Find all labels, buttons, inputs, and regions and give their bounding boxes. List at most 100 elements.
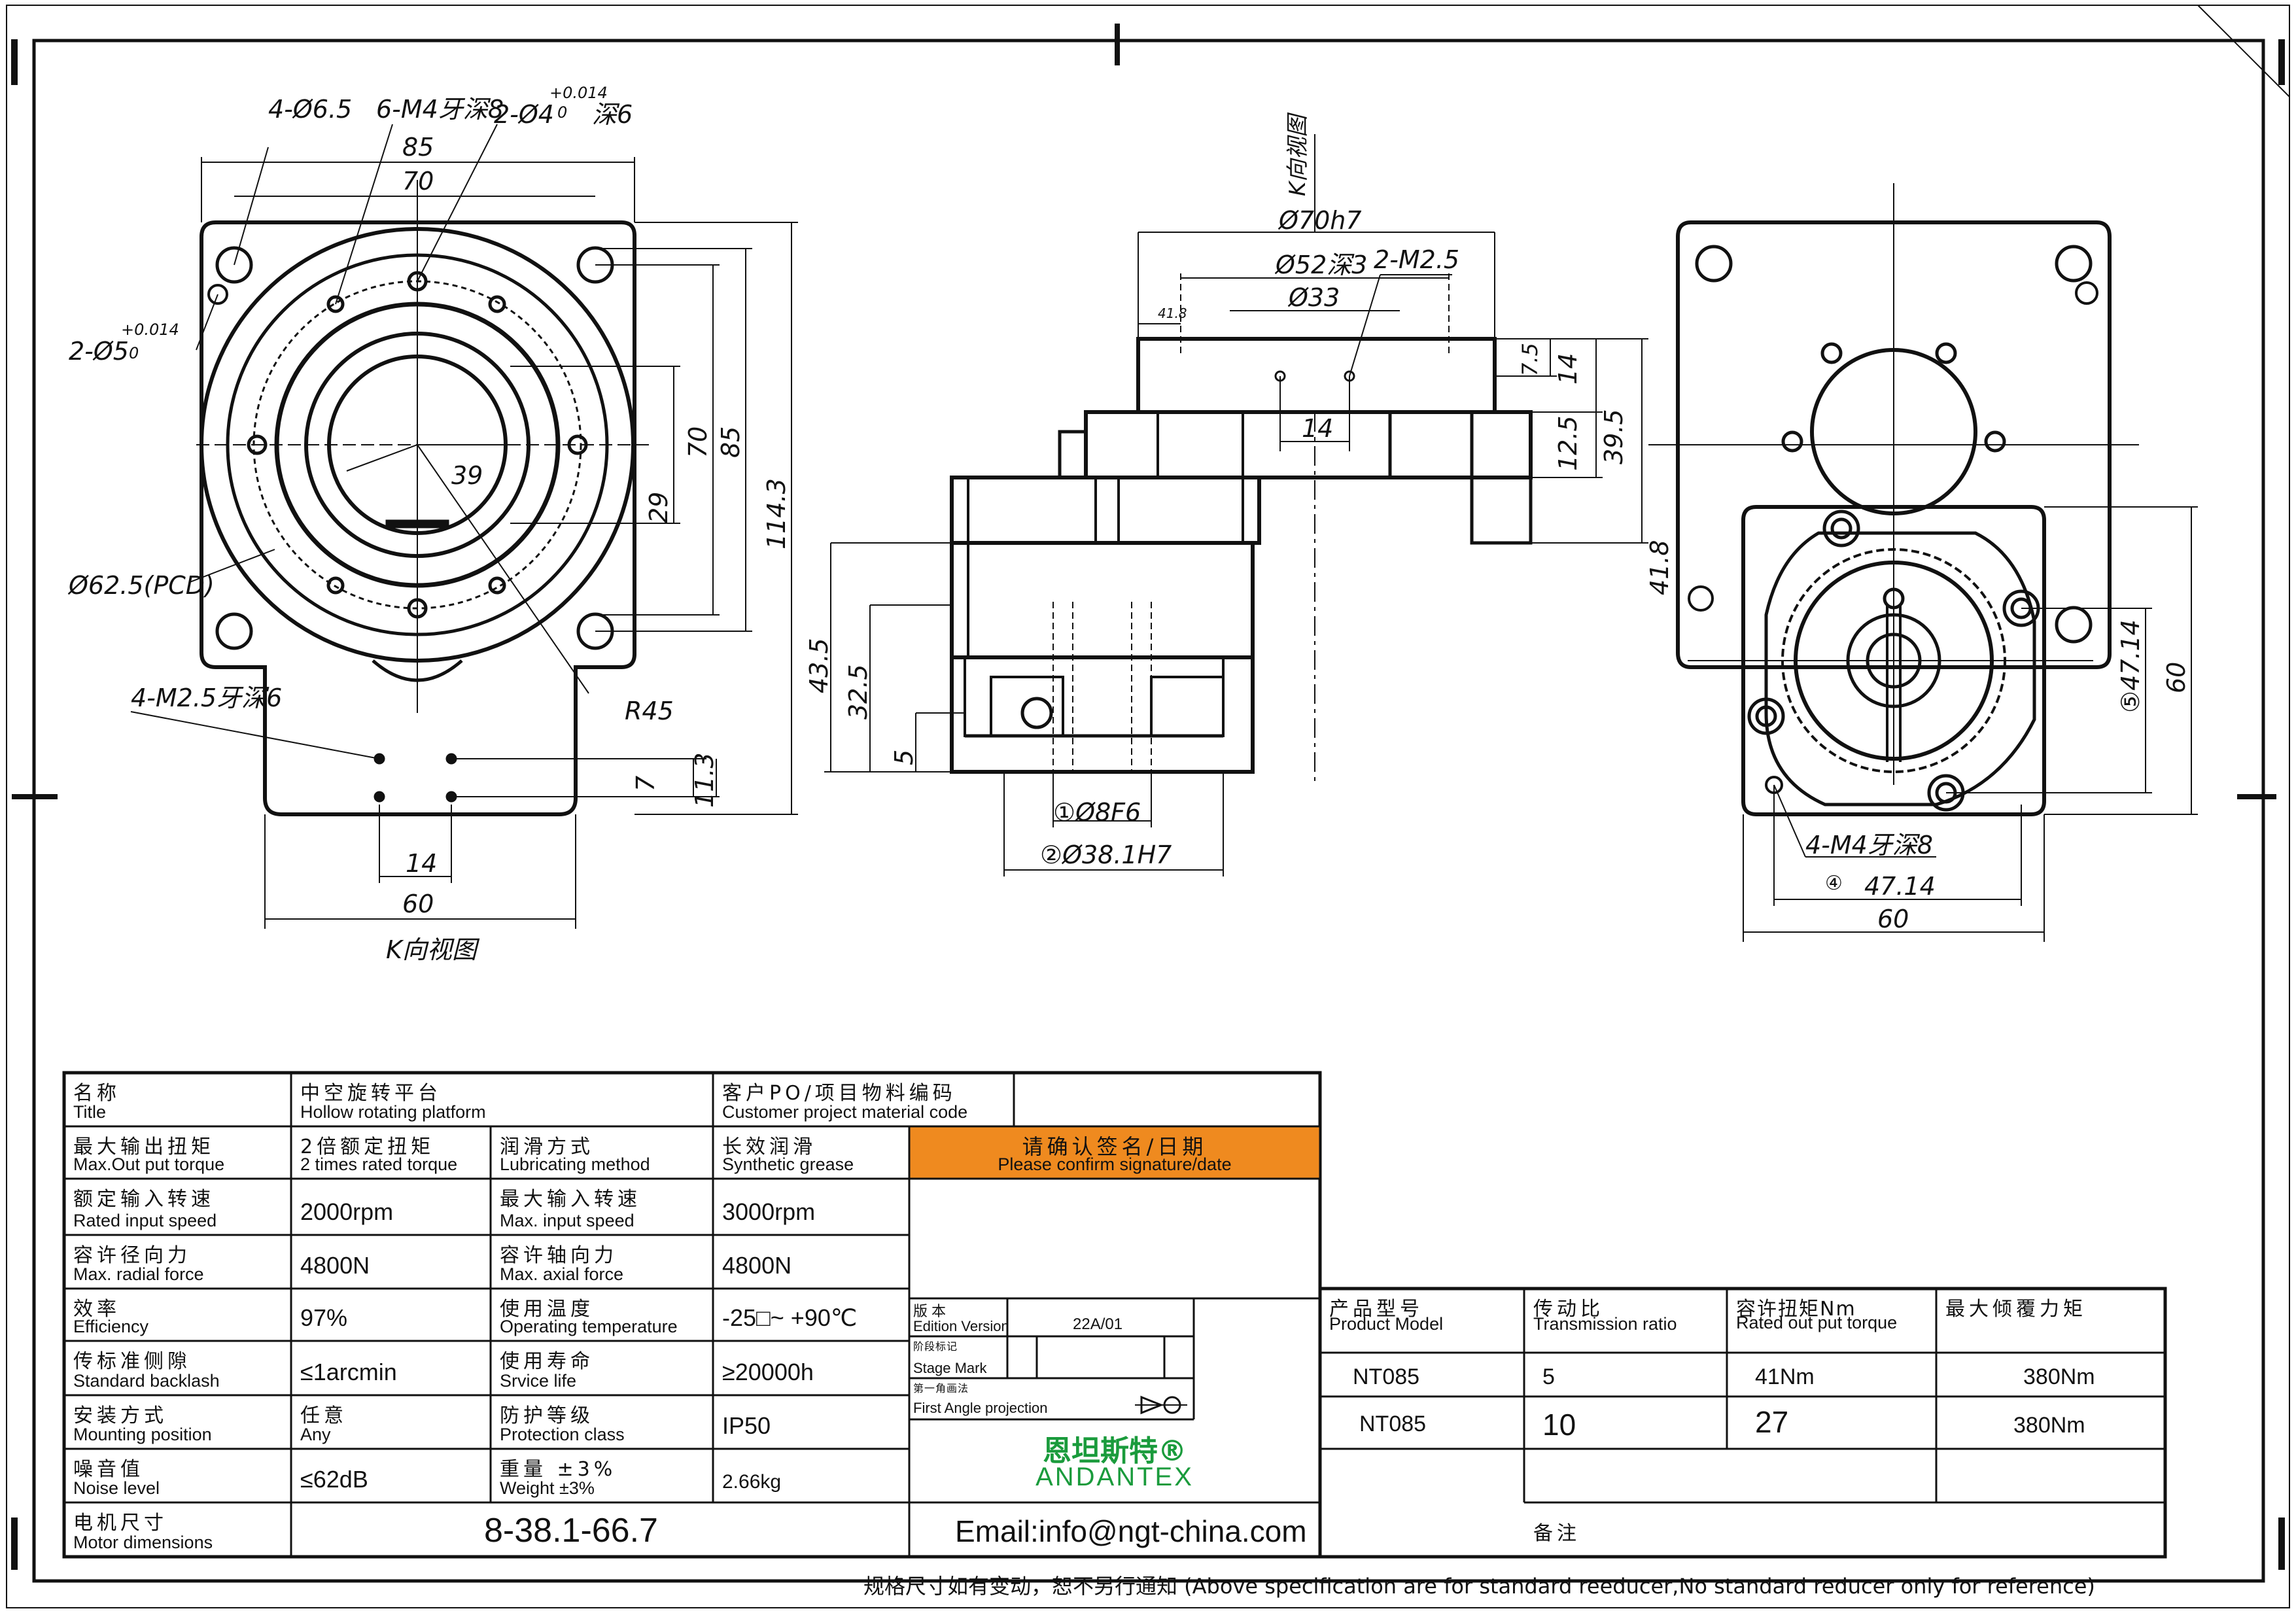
svg-text:11.3: 11.3 xyxy=(690,752,719,808)
svg-text:Ø62.5(PCD): Ø62.5(PCD) xyxy=(67,571,215,600)
svg-text:114.3: 114.3 xyxy=(762,478,791,549)
svg-text:⑤47.14: ⑤47.14 xyxy=(2116,619,2145,713)
side-view xyxy=(824,134,1648,876)
cell-rated-input: 额定输入转速 Rated input speed xyxy=(73,1188,217,1230)
svg-text:39.5: 39.5 xyxy=(1599,409,1628,464)
svg-text:14: 14 xyxy=(406,849,437,878)
right-view xyxy=(1648,183,2198,942)
svg-text:12.5: 12.5 xyxy=(1554,415,1582,471)
cell-max-input: 最大输入转速 Max. input speed xyxy=(500,1188,641,1230)
cell-torque-value: 2倍额定扭矩 2 times rated torque xyxy=(300,1136,458,1174)
cell-ratio-header: 传动比 Transmission ratio xyxy=(1533,1298,1677,1334)
svg-text:Ø70h7: Ø70h7 xyxy=(1278,206,1362,235)
cell-po: 客户PO/项目物料编码 Customer project material co… xyxy=(722,1082,968,1122)
svg-text:+0.014: +0.014 xyxy=(549,84,608,102)
svg-text:43.5: 43.5 xyxy=(805,638,833,693)
cell-noise-value: ≤62dB xyxy=(300,1466,368,1493)
svg-text:②Ø38.1H7: ②Ø38.1H7 xyxy=(1040,841,1172,869)
svg-text:K向视图: K向视图 xyxy=(386,935,480,964)
cell-motor-value: 8-38.1-66.7 xyxy=(484,1512,658,1550)
svg-text:60: 60 xyxy=(1877,905,1909,933)
footer-note: 规格尺寸如有变动，恕不另行通知 (Above specification are… xyxy=(863,1574,2095,1599)
cell-email: Email:info@ngt-china.com xyxy=(955,1514,1307,1548)
cell-noise: 噪音值 Noise level xyxy=(73,1458,160,1498)
svg-text:41.8: 41.8 xyxy=(1645,540,1674,595)
svg-text:7: 7 xyxy=(631,776,660,791)
cell-efficiency: 效率 Efficiency xyxy=(73,1298,149,1336)
top-view-labels: 4-Ø6.5 6-M4牙深8 2-Ø4 +0.014 0 深6 2-Ø5 +0.… xyxy=(67,84,791,964)
svg-text:①Ø8F6: ①Ø8F6 xyxy=(1053,798,1141,827)
svg-text:7.5: 7.5 xyxy=(1518,343,1542,376)
svg-text:0: 0 xyxy=(557,103,567,122)
side-view-labels: K向视图 Ø70h7 Ø52深3 Ø33 2-M2.5 41.8 7.5 14 … xyxy=(805,113,1674,869)
svg-text:2-M2.5: 2-M2.5 xyxy=(1374,245,1459,274)
cell-temperature-value: -25□~ +90℃ xyxy=(722,1304,858,1331)
svg-text:70: 70 xyxy=(684,426,712,458)
svg-text:Ø33: Ø33 xyxy=(1287,283,1340,312)
cell-temperature: 使用温度 Operating temperature xyxy=(500,1298,678,1336)
cell-life-value: ≥20000h xyxy=(722,1359,814,1385)
svg-text:14: 14 xyxy=(1302,414,1333,443)
svg-text:85: 85 xyxy=(716,426,745,458)
svg-text:2-Ø4: 2-Ø4 xyxy=(494,100,554,129)
svg-text:6-M4牙深8: 6-M4牙深8 xyxy=(376,95,504,124)
cell-tilt-header: 最大倾覆力矩 xyxy=(1945,1298,2087,1321)
cell-backlash-value: ≤1arcmin xyxy=(300,1359,397,1385)
cell-axial-value: 4800N xyxy=(722,1252,792,1279)
spec-table-grid xyxy=(62,1071,2167,1559)
svg-text:47.14: 47.14 xyxy=(1864,872,1936,901)
cell-lube: 润滑方式 Lubricating method xyxy=(500,1136,650,1174)
svg-text:深6: 深6 xyxy=(592,100,633,129)
right-view-labels: ⑤47.14 60 4-M4牙深8 ④ 47.14 60 xyxy=(1805,619,2191,933)
cell-max-input-value: 3000rpm xyxy=(722,1198,816,1225)
cell-radial: 容许径向力 Max. radial force xyxy=(73,1244,204,1284)
svg-text:K向视图: K向视图 xyxy=(1285,113,1311,196)
svg-text:39: 39 xyxy=(451,461,483,490)
cell-torque: 最大输出扭矩 Max.Out put torque xyxy=(73,1136,225,1174)
svg-text:70: 70 xyxy=(402,167,434,196)
svg-text:60: 60 xyxy=(2162,662,2191,693)
cell-remark: 备注 xyxy=(1533,1522,1580,1545)
cell-backlash: 传标准侧隙 Standard backlash xyxy=(73,1350,220,1391)
cell-lube-value: 长效润滑 Synthetic grease xyxy=(722,1136,854,1174)
svg-text:Ø52深3: Ø52深3 xyxy=(1274,251,1367,279)
svg-text:4-M2.5牙深6: 4-M2.5牙深6 xyxy=(131,684,282,712)
svg-text:5: 5 xyxy=(890,750,918,765)
svg-text:60: 60 xyxy=(402,890,434,918)
top-view xyxy=(130,124,798,929)
svg-text:④: ④ xyxy=(1825,872,1843,895)
svg-text:0: 0 xyxy=(129,344,139,362)
cell-weight-value: 2.66kg xyxy=(722,1471,782,1493)
svg-text:32.5: 32.5 xyxy=(844,664,873,720)
cell-weight: 重量 ±3% Weight ±3% xyxy=(500,1458,617,1498)
cell-model-header: 产品型号 Product Model xyxy=(1329,1298,1444,1334)
cell-radial-value: 4800N xyxy=(300,1252,370,1279)
svg-text:41.8: 41.8 xyxy=(1158,305,1187,321)
cell-axial: 容许轴向力 Max. axial force xyxy=(500,1244,624,1284)
cell-efficiency-value: 97% xyxy=(300,1304,348,1331)
cell-version-value: 22A/01 xyxy=(1073,1315,1123,1333)
svg-text:4-M4牙深8: 4-M4牙深8 xyxy=(1805,831,1933,859)
svg-text:4-Ø6.5: 4-Ø6.5 xyxy=(268,95,352,124)
svg-text:85: 85 xyxy=(402,133,434,162)
cell-protection: 防护等级 Protection class xyxy=(500,1404,625,1444)
svg-text:R45: R45 xyxy=(625,697,674,725)
svg-text:29: 29 xyxy=(644,492,673,523)
svg-text:+0.014: +0.014 xyxy=(121,321,179,339)
cell-confirm: 请确认签名/日期 Please confirm signature/date xyxy=(998,1134,1232,1174)
cell-mounting: 安装方式 Mounting position xyxy=(73,1404,212,1444)
brand-logo: 恩坦斯特® ANDANTEX xyxy=(1035,1434,1194,1491)
cell-protection-value: IP50 xyxy=(722,1412,771,1439)
table-row: NT085 5 41Nm 380Nm xyxy=(1353,1364,2095,1389)
cell-rated-input-value: 2000rpm xyxy=(300,1198,394,1225)
svg-text:14: 14 xyxy=(1554,353,1582,385)
cell-life: 使用寿命 Srvice life xyxy=(500,1350,594,1391)
cell-version: 版本 Edition Version xyxy=(913,1304,1009,1334)
cell-title-value: 中空旋转平台 Hollow rotating platform xyxy=(300,1082,486,1122)
cell-motor: 电机尺寸 Motor dimensions xyxy=(73,1512,213,1552)
cell-projection: 第一角画法 First Angle projection xyxy=(913,1382,1048,1416)
cell-title: 名称 Title xyxy=(73,1082,120,1122)
table-row: NT085 10 27 380Nm xyxy=(1359,1405,2085,1442)
svg-text:2-Ø5: 2-Ø5 xyxy=(69,337,129,366)
